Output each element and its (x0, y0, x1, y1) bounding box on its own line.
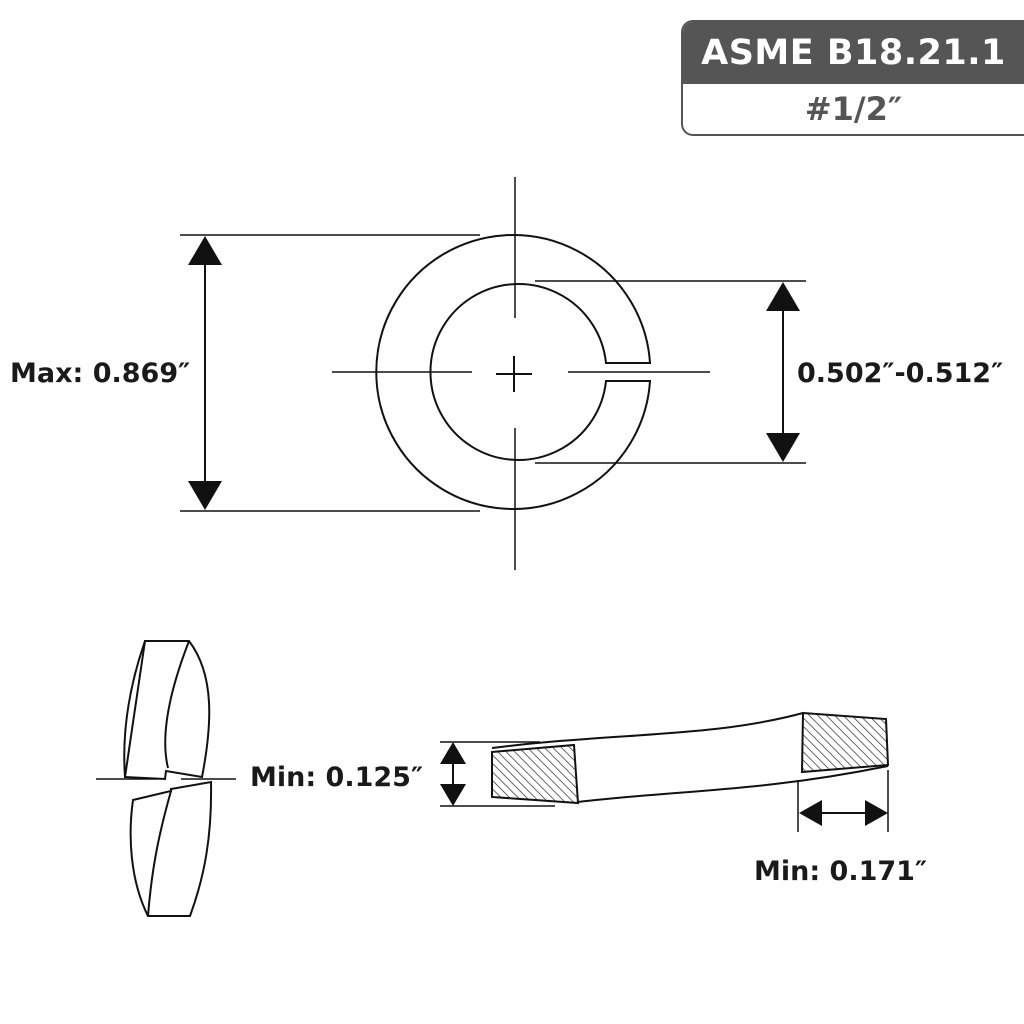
section-left-face (491, 743, 580, 805)
section-arrows (440, 742, 888, 826)
section-dimensions (440, 741, 889, 832)
section-body-outline (491, 712, 889, 803)
thickness-label: Min: 0.125″ (250, 762, 423, 793)
size-label: #1/2″ (804, 90, 903, 128)
width-label: Min: 0.171″ (754, 856, 927, 887)
side-upper-coil (123, 640, 211, 781)
side-lower-coil (129, 780, 213, 917)
outer-diameter-label: Max: 0.869″ (10, 358, 190, 389)
section-view (491, 711, 890, 805)
thickness-arrow-up (440, 784, 466, 806)
od-arrow-down (188, 481, 222, 510)
top-view (180, 177, 806, 570)
side-upper-coil-inner (164, 640, 190, 769)
thickness-arrow-down (440, 742, 466, 764)
spec-badge: ASME B18.21.1 #1/2″ (681, 20, 1024, 136)
standard-label: ASME B18.21.1 (683, 22, 1024, 84)
width-arrow-left (799, 800, 822, 826)
top-view-arrows (188, 236, 800, 510)
id-arrow-up (766, 282, 800, 311)
width-arrow-right (865, 800, 888, 826)
inner-diameter-label: 0.502″-0.512″ (797, 358, 1003, 389)
side-view (96, 640, 236, 917)
washer-ring-outline (375, 234, 652, 510)
side-lower-coil-inner (147, 790, 172, 917)
id-arrow-down (766, 433, 800, 462)
section-right-face (800, 711, 890, 774)
side-upper-coil-edge (123, 640, 146, 778)
od-arrow-up (188, 236, 222, 265)
